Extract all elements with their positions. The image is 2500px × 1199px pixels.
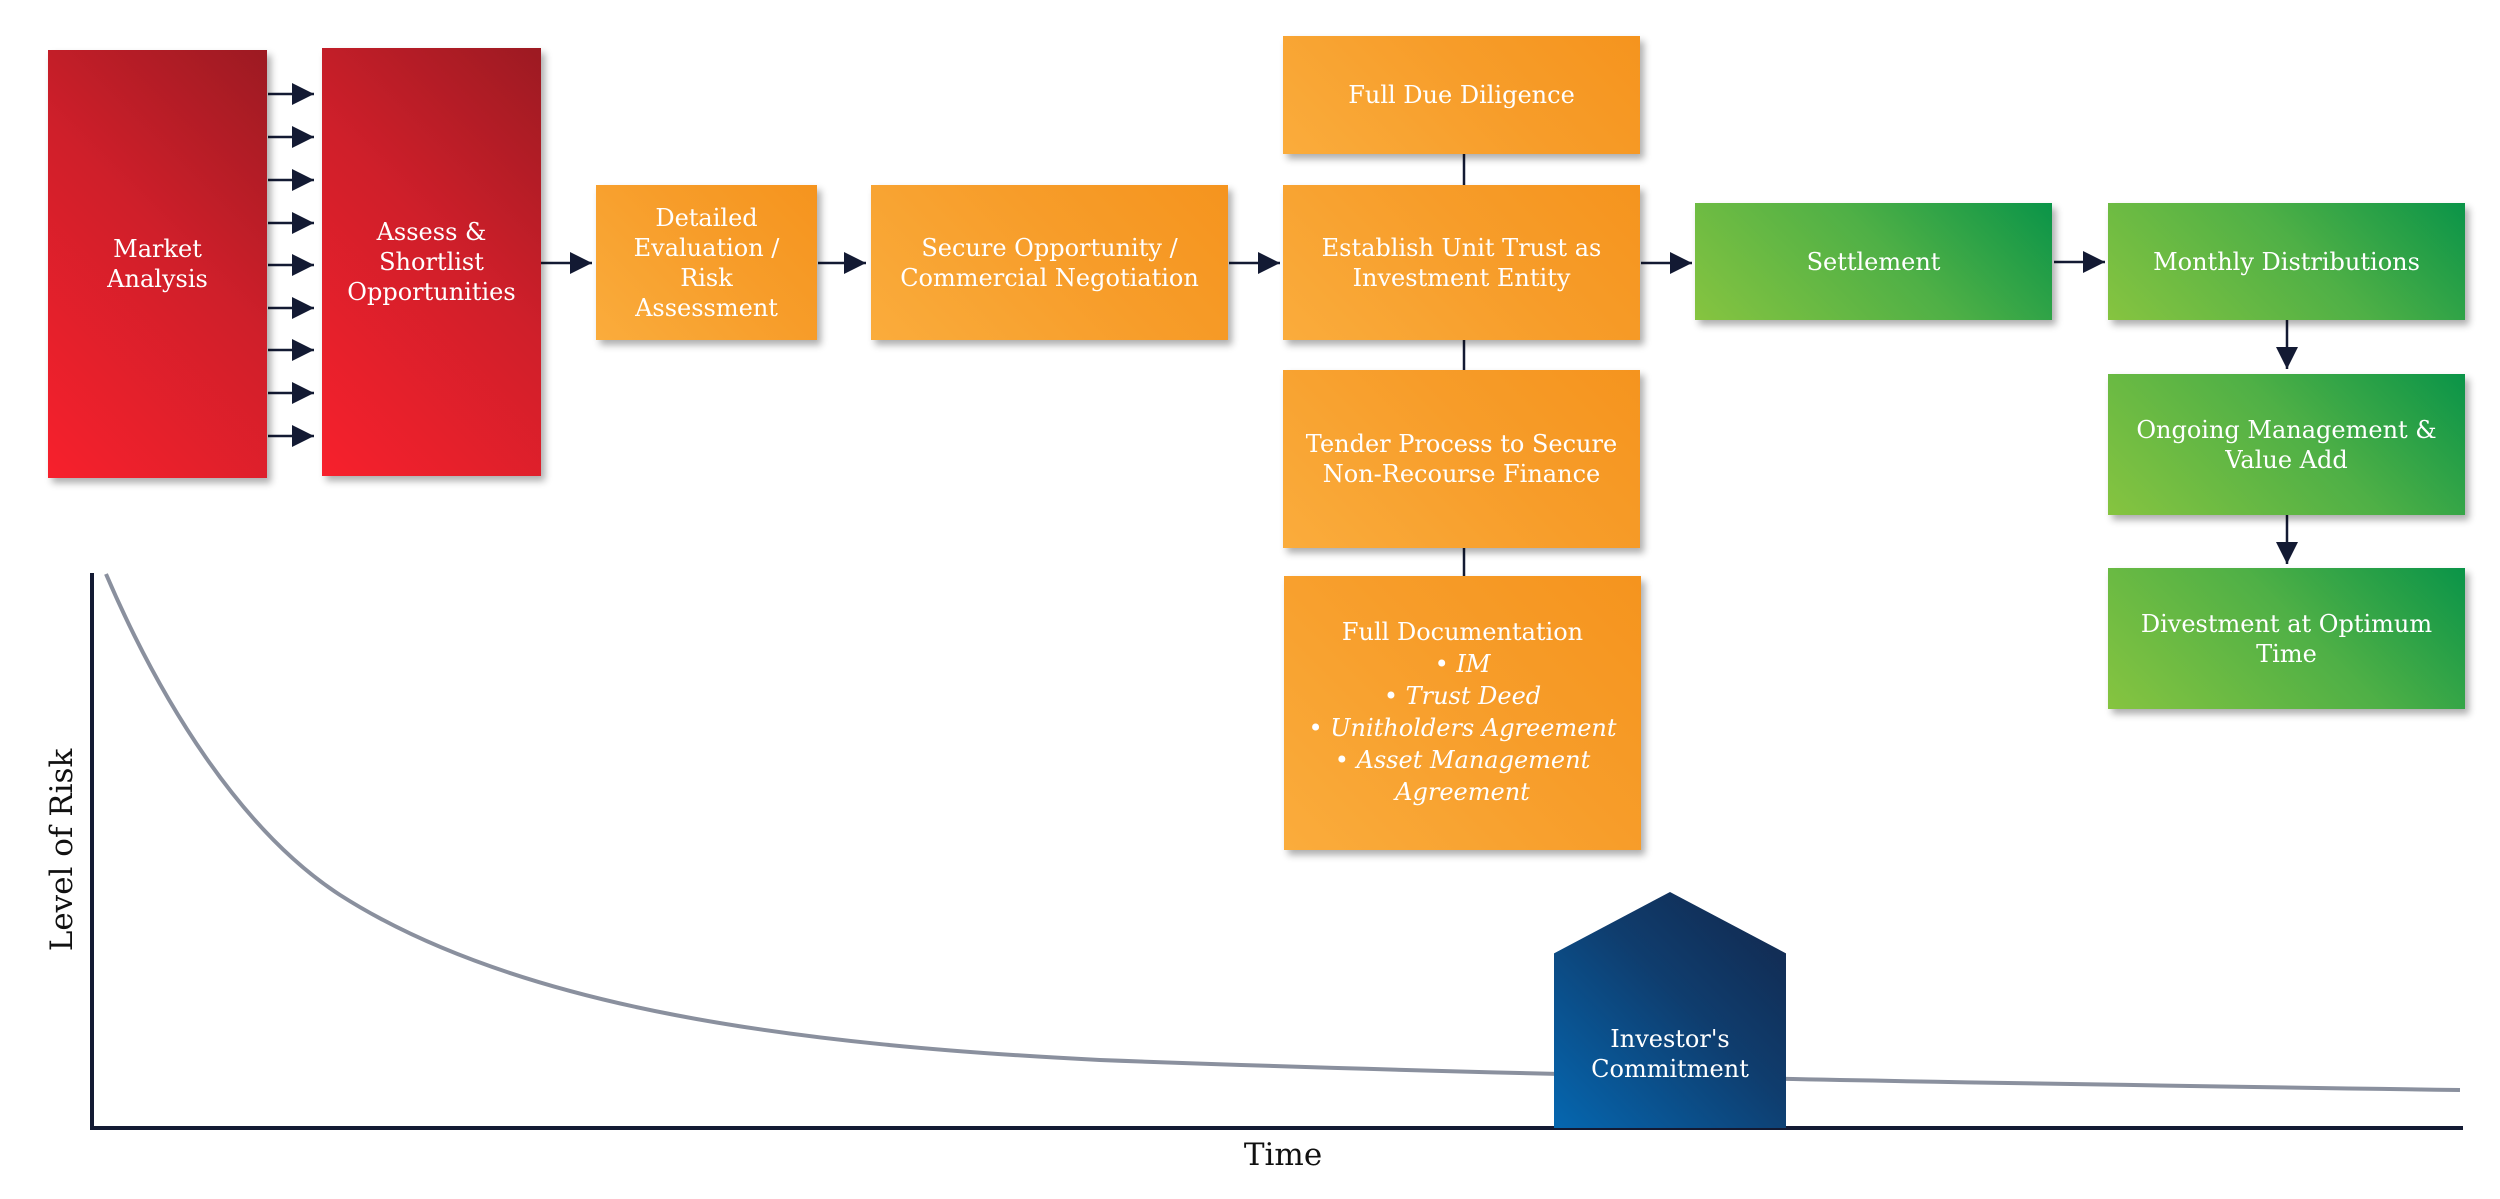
assess-shortlist-label: Assess & Shortlist Opportunities bbox=[347, 218, 516, 306]
flow-arrows bbox=[541, 251, 2298, 564]
documentation-item-unitholders-agreement: • Unitholders Agreement bbox=[1308, 714, 1617, 742]
documentation-item-trust-deed: • Trust Deed bbox=[1383, 682, 1542, 711]
x-axis-label: Time bbox=[1243, 1137, 1323, 1173]
full-due-diligence-box: Full Due Diligence bbox=[1283, 36, 1640, 154]
secure-opportunity-box: Secure Opportunity / Commercial Negotiat… bbox=[871, 185, 1228, 340]
settlement-label: Settlement bbox=[1806, 247, 1941, 276]
detailed-evaluation-label: Detailed Evaluation / Risk Assessment bbox=[633, 203, 780, 322]
risk-curve bbox=[104, 573, 2461, 1092]
tender-process-box: Tender Process to Secure Non-Recourse Fi… bbox=[1283, 370, 1640, 548]
documentation-item-asset-management-agreement: • Asset Management Agreement bbox=[1334, 745, 1591, 806]
fan-out-arrows bbox=[268, 83, 314, 447]
ongoing-management-label: Ongoing Management & Value Add bbox=[2136, 415, 2437, 474]
investor-commitment-label: Investor's Commitment bbox=[1591, 1025, 1749, 1083]
monthly-distributions-label: Monthly Distributions bbox=[2153, 247, 2420, 276]
y-axis-label: Level of Risk bbox=[44, 748, 80, 952]
establish-unit-trust-label: Establish Unit Trust as Investment Entit… bbox=[1321, 233, 1602, 292]
detailed-evaluation-box: Detailed Evaluation / Risk Assessment bbox=[596, 185, 817, 340]
full-documentation-box: Full Documentation • IM • Trust Deed • U… bbox=[1284, 576, 1641, 850]
secure-opportunity-label: Secure Opportunity / Commercial Negotiat… bbox=[900, 233, 1199, 292]
ongoing-management-box: Ongoing Management & Value Add bbox=[2108, 374, 2465, 515]
divestment-box: Divestment at Optimum Time bbox=[2108, 568, 2465, 709]
full-due-diligence-label: Full Due Diligence bbox=[1348, 81, 1575, 109]
assess-shortlist-box: Assess & Shortlist Opportunities bbox=[322, 48, 541, 476]
establish-unit-trust-box: Establish Unit Trust as Investment Entit… bbox=[1283, 185, 1640, 340]
tender-process-label: Tender Process to Secure Non-Recourse Fi… bbox=[1305, 430, 1618, 488]
settlement-box: Settlement bbox=[1695, 203, 2052, 320]
monthly-distributions-box: Monthly Distributions bbox=[2108, 203, 2465, 320]
market-analysis-box: Market Analysis bbox=[48, 50, 267, 478]
documentation-item-im: • IM bbox=[1434, 650, 1491, 679]
divestment-label: Divestment at Optimum Time bbox=[2140, 609, 2433, 668]
full-documentation-title: Full Documentation bbox=[1341, 618, 1584, 647]
market-analysis-label: Market Analysis bbox=[107, 235, 208, 293]
